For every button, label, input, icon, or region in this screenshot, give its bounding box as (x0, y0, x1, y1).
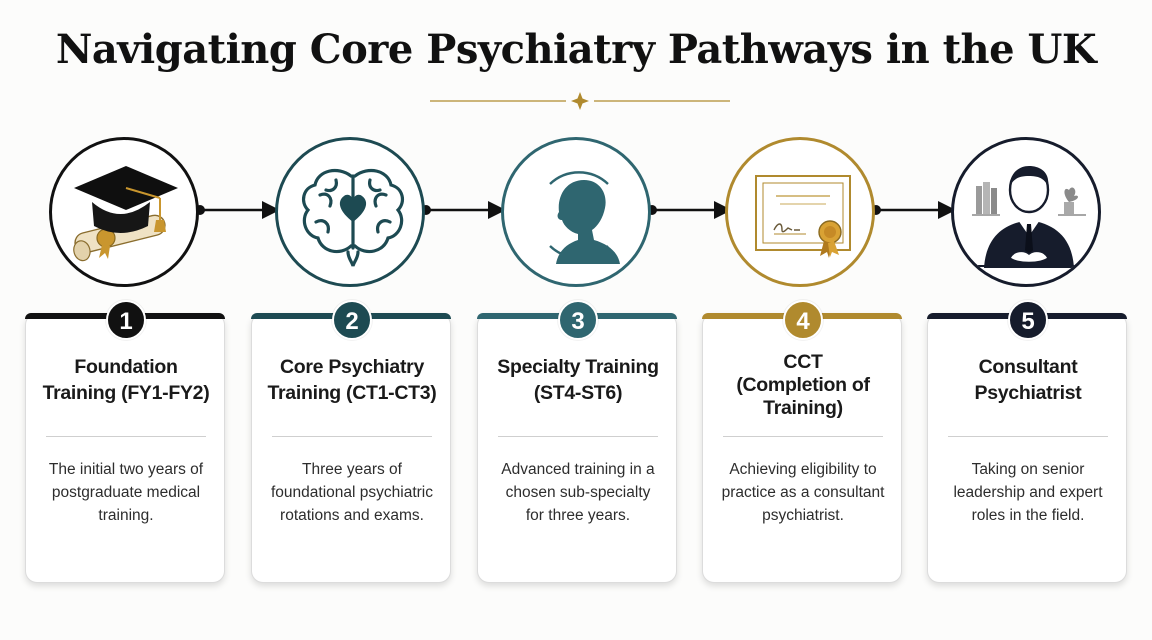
step-2-number-badge: 2 (332, 300, 372, 340)
step-2-icon-circle (275, 137, 425, 287)
step-1-icon-circle (49, 137, 199, 287)
step-1-number-badge: 1 (106, 300, 146, 340)
sparkle-icon (571, 92, 589, 110)
step-5-number-badge: 5 (1008, 300, 1048, 340)
connector-arrow-2 (421, 201, 506, 219)
connector-arrow-4 (871, 201, 956, 219)
certificate-icon (755, 175, 851, 258)
step-3-number-badge: 3 (558, 300, 598, 340)
title-divider (430, 92, 730, 110)
person-silhouette-icon (549, 171, 620, 264)
step-4-number-badge: 4 (783, 300, 823, 340)
connector-arrow-1 (195, 201, 280, 219)
connector-arrow-3 (647, 201, 732, 219)
step-3-title: Specialty Training(ST4-ST6) (497, 356, 659, 404)
page-title: Navigating Core Psychiatry Pathways in t… (55, 26, 1097, 73)
card-divider (46, 436, 206, 437)
card-divider (948, 436, 1108, 437)
consultant-icon (972, 166, 1086, 268)
step-3-card: 3 Specialty Training(ST4-ST6) Advanced t… (477, 300, 677, 583)
card-divider (272, 436, 432, 437)
step-5-icon-circle (951, 137, 1101, 287)
step-3-icon-circle (501, 137, 651, 287)
brain-heart-icon (301, 168, 405, 267)
card-divider (498, 436, 658, 437)
card-divider (723, 436, 883, 437)
step-4-icon-circle (725, 137, 875, 287)
graduation-cap-diploma-icon (73, 166, 178, 262)
